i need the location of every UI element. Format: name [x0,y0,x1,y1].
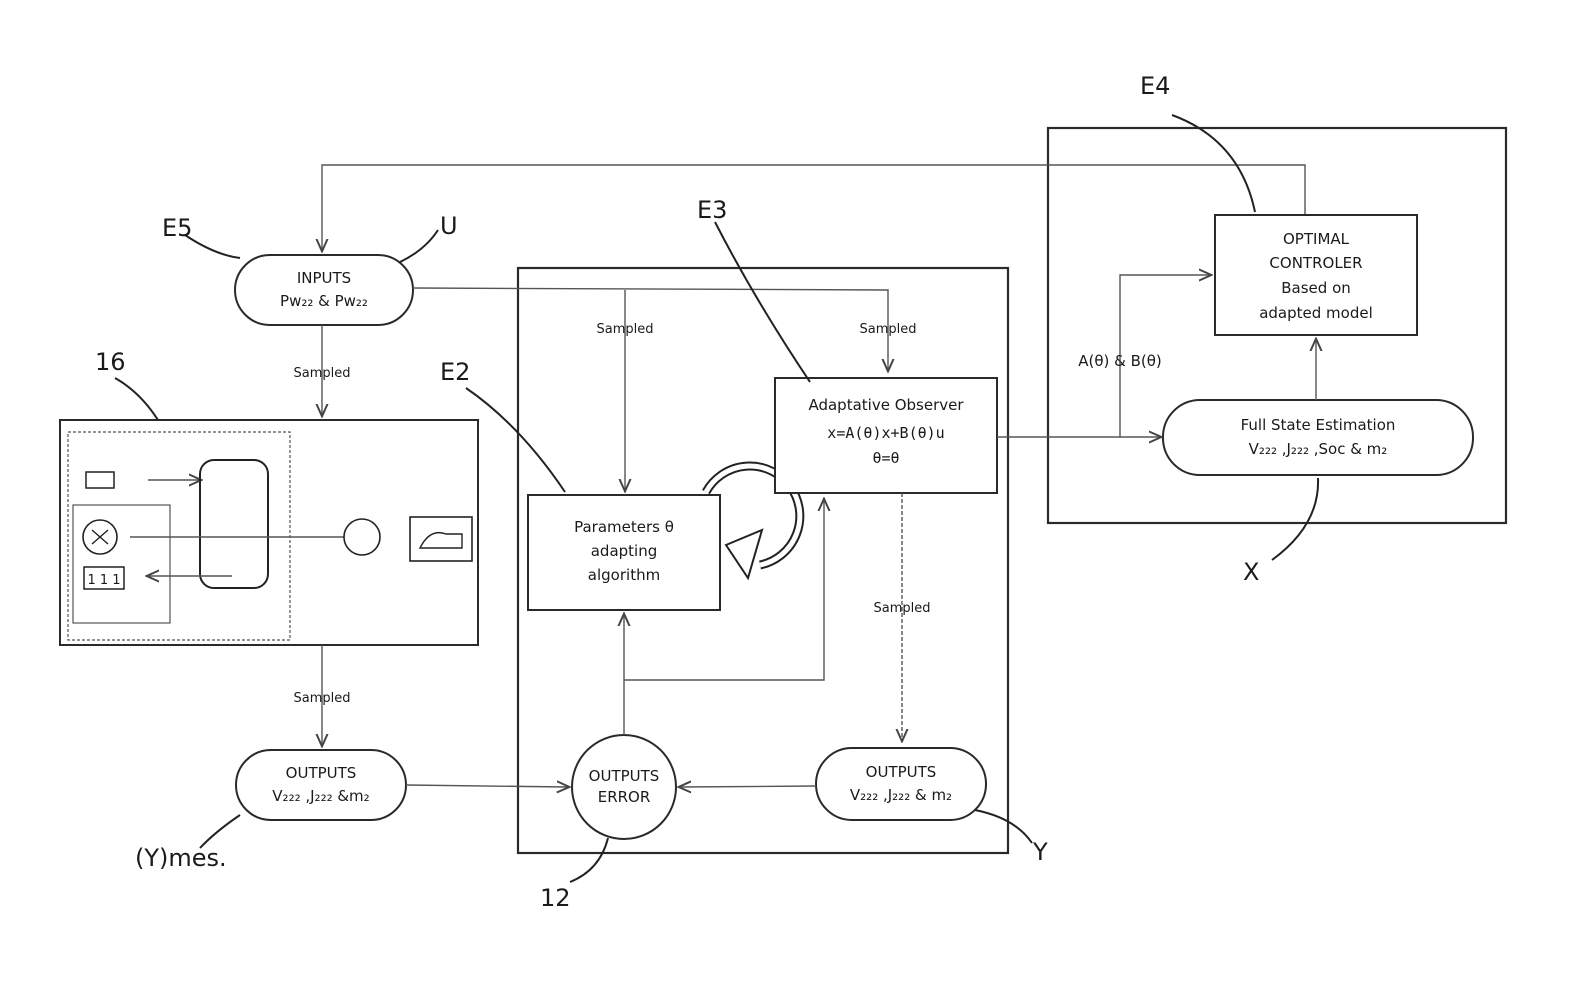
label-y: Y [1032,838,1048,866]
motor-icon [344,519,380,555]
sampled-label-system: Sampled [294,366,351,381]
battery-icon-mark: 1 1 1 [87,573,120,588]
leader-16 [115,378,158,420]
sampled-label-estimated: Sampled [874,601,931,616]
leader-e5 [185,235,240,258]
outputs-error-line2: ERROR [598,788,651,806]
observer-title: Adaptative Observer [808,396,964,414]
inputs-title: INPUTS [297,269,351,287]
label-e2: E2 [440,358,470,386]
leader-e2 [466,388,565,492]
controller-line4: adapted model [1259,304,1373,322]
fuel-cell-icon [86,472,114,488]
leader-12 [570,838,608,882]
controller-line1: OPTIMAL [1283,230,1350,248]
observer-eq2: θ=θ [872,449,899,467]
feedback-line [322,165,1305,250]
parameters-line3: algorithm [588,566,660,584]
label-x: X [1243,558,1259,586]
inputs-line2: Pw₂₂ & Pw₂₂ [280,292,368,310]
sampled-label-params: Sampled [597,322,654,337]
estimation-line1: Full State Estimation [1241,416,1396,434]
outputs-measured-node [236,750,406,820]
label-u: U [440,212,458,240]
measured-to-error-line [406,785,568,787]
leader-e4 [1172,115,1255,212]
outputs-estimated-title: OUTPUTS [866,763,937,781]
sampled-label-outputs: Sampled [294,691,351,706]
inputs-node [235,255,413,325]
leader-u [400,230,438,262]
outputs-measured-title: OUTPUTS [286,764,357,782]
parameters-line1: Parameters θ [574,518,674,536]
leader-y [975,810,1032,843]
outputs-error-node [572,735,676,839]
label-e4: E4 [1140,72,1170,100]
observer-eq1: x=A(θ)x+B(θ)u [827,424,944,442]
outputs-estimated-line2: V₂₂₂ ,J₂₂₂ & m₂ [850,786,952,804]
outputs-measured-line2: V₂₂₂ ,J₂₂₂ &m₂ [272,787,369,805]
sampled-label-observer: Sampled [860,322,917,337]
loop-arrow-head [726,530,762,578]
label-16: 16 [95,348,126,376]
label-ymes: (Y)mes. [135,844,227,872]
controller-line3: Based on [1281,279,1351,297]
label-e5: E5 [162,214,192,242]
label-12: 12 [540,884,571,912]
controller-line2: CONTROLER [1269,254,1362,272]
outputs-error-line1: OUTPUTS [589,767,660,785]
estimated-to-error-line [680,786,816,787]
label-e3: E3 [697,196,727,224]
outputs-estimated-node [816,748,986,820]
estimation-node [1163,400,1473,475]
ab-label: A(θ) & B(θ) [1078,352,1162,370]
leader-x [1272,478,1318,560]
leader-e3 [715,222,810,382]
estimation-line2: V₂₂₂ ,J₂₂₂ ,Soc & m₂ [1249,440,1388,458]
parameters-line2: adapting [591,542,658,560]
